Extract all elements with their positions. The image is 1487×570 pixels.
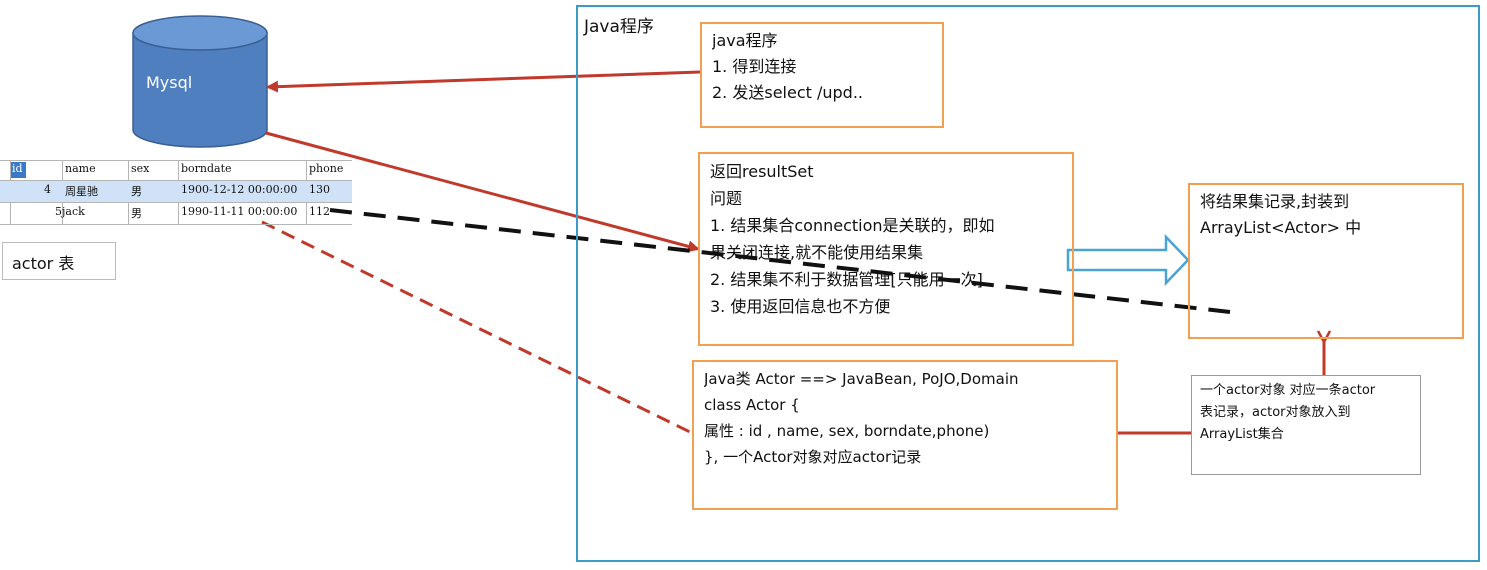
note-box-line: 表记录，actor对象放入到	[1200, 405, 1351, 420]
table-header-phone: phone	[309, 162, 344, 175]
resultset-box-line: 返回resultSet	[710, 162, 814, 181]
java-program-panel	[576, 5, 1480, 562]
hollow-right-arrow	[1066, 233, 1190, 287]
resultset-box-line: 1. 结果集合connection是关联的，即如	[710, 216, 995, 235]
table-header-sex: sex	[131, 162, 150, 175]
table-cell-sex: 男	[131, 185, 142, 198]
note-box: 一个actor对象 对应一条actor 表记录，actor对象放入到 Array…	[1191, 375, 1421, 475]
table-cell-name: 周星驰	[65, 185, 98, 198]
resultset-box: 返回resultSet 问题 1. 结果集合connection是关联的，即如 …	[698, 152, 1074, 346]
record-to-class-dashed-line	[261, 220, 691, 434]
record-dashed-line	[329, 208, 1231, 314]
actor-class-box-line: class Actor {	[704, 396, 800, 414]
actor-class-box: Java类 Actor ==> JavaBean, PoJO,Domain cl…	[692, 360, 1118, 510]
table-row: 4 周星驰 男 1900-12-12 00:00:00 130	[0, 181, 352, 202]
connect-box-line: java程序	[712, 31, 778, 50]
table-cell-name: jack	[62, 205, 85, 218]
table-cell-id: 5	[55, 205, 62, 218]
table-cell-phone: 112	[309, 205, 330, 218]
resultset-box-line: 问题	[710, 189, 743, 208]
note-box-line: 一个actor对象 对应一条actor	[1200, 383, 1376, 398]
resultset-box-line: 2. 结果集不利于数据管理[只能用一次]	[710, 270, 983, 289]
resultset-box-line: 3. 使用返回信息也不方便	[710, 297, 891, 316]
table-caption: actor 表	[2, 242, 116, 280]
connect-box-line: 1. 得到连接	[712, 57, 797, 76]
table-header-name: name	[65, 162, 96, 175]
table-header-id: id	[11, 162, 26, 178]
connect-arrow	[266, 70, 701, 93]
mysql-cylinder-icon	[132, 15, 268, 148]
result-arrow	[265, 131, 700, 253]
table-cell-sex: 男	[131, 207, 142, 220]
table-cell-id: 4	[44, 183, 51, 196]
connect-box: java程序 1. 得到连接 2. 发送select /upd..	[700, 22, 944, 128]
table-row: 5 jack 男 1990-11-11 00:00:00 112	[0, 203, 352, 223]
actor-class-box-line: 属性 : id , name, sex, borndate,phone)	[704, 422, 990, 440]
table-header-borndate: borndate	[181, 162, 232, 175]
note-box-line: ArrayList集合	[1200, 427, 1284, 442]
table-cell-borndate: 1900-12-12 00:00:00	[181, 183, 298, 196]
table-cell-borndate: 1990-11-11 00:00:00	[181, 205, 298, 218]
arraylist-box-line: ArrayList<Actor> 中	[1200, 218, 1362, 237]
actor-class-box-line: }, 一个Actor对象对应actor记录	[704, 448, 922, 466]
resultset-box-line: 果关闭连接,就不能使用结果集	[710, 243, 924, 262]
table-cell-phone: 130	[309, 183, 330, 196]
arraylist-box: 将结果集记录,封装到 ArrayList<Actor> 中	[1188, 183, 1464, 339]
arraylist-box-line: 将结果集记录,封装到	[1200, 192, 1350, 211]
actor-class-box-line: Java类 Actor ==> JavaBean, PoJO,Domain	[704, 370, 1019, 388]
table-header-row: id name sex borndate phone	[0, 160, 352, 180]
connect-box-line: 2. 发送select /upd..	[712, 83, 863, 102]
mysql-label: Mysql	[146, 73, 193, 92]
panel-title: Java程序	[584, 17, 654, 37]
